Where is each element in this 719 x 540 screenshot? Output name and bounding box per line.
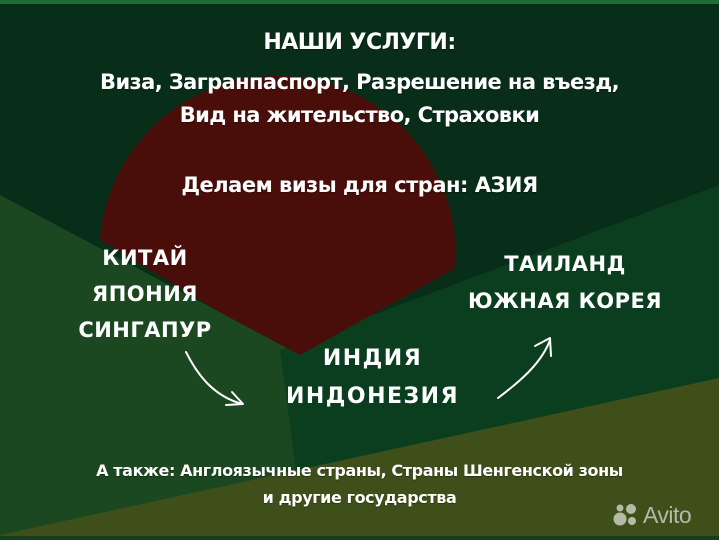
services-line-2: Вид на жительство, Страховки [179,103,540,127]
countries-right-group: ТАИЛАНД ЮЖНАЯ КОРЕЯ [440,246,690,320]
country-singapore: СИНГАПУР [78,318,212,342]
also-line-2: и другие государства [262,488,457,507]
services-line-1: Виза, Загранпаспорт, Разрешение на въезд… [100,70,620,94]
services-list: Виза, Загранпаспорт, Разрешение на въезд… [0,66,719,132]
avito-wordmark: Avito [643,501,692,528]
country-india: ИНДИЯ [322,346,423,371]
also-countries: А также: Англоязычные страны, Страны Шен… [0,457,719,511]
country-china: КИТАЙ [102,246,188,270]
country-south-korea: ЮЖНАЯ КОРЕЯ [467,289,663,313]
also-line-1: А также: Англоязычные страны, Страны Шен… [96,461,623,480]
avito-dots-icon [613,504,636,526]
arrow-up-right-icon [497,337,552,399]
country-indonesia: ИНДОНЕЗИЯ [285,384,460,409]
country-thailand: ТАИЛАНД [504,252,626,276]
asia-subtitle: Делаем визы для стран: АЗИЯ [181,173,538,197]
arrow-down-right-icon [185,351,244,406]
country-japan: ЯПОНИЯ [92,282,198,306]
countries-center-group: ИНДИЯ ИНДОНЕЗИЯ [270,340,475,416]
avito-watermark: Avito [613,500,713,530]
countries-left-group: КИТАЙ ЯПОНИЯ СИНГАПУР [60,240,230,348]
services-heading: НАШИ УСЛУГИ: [263,30,456,55]
